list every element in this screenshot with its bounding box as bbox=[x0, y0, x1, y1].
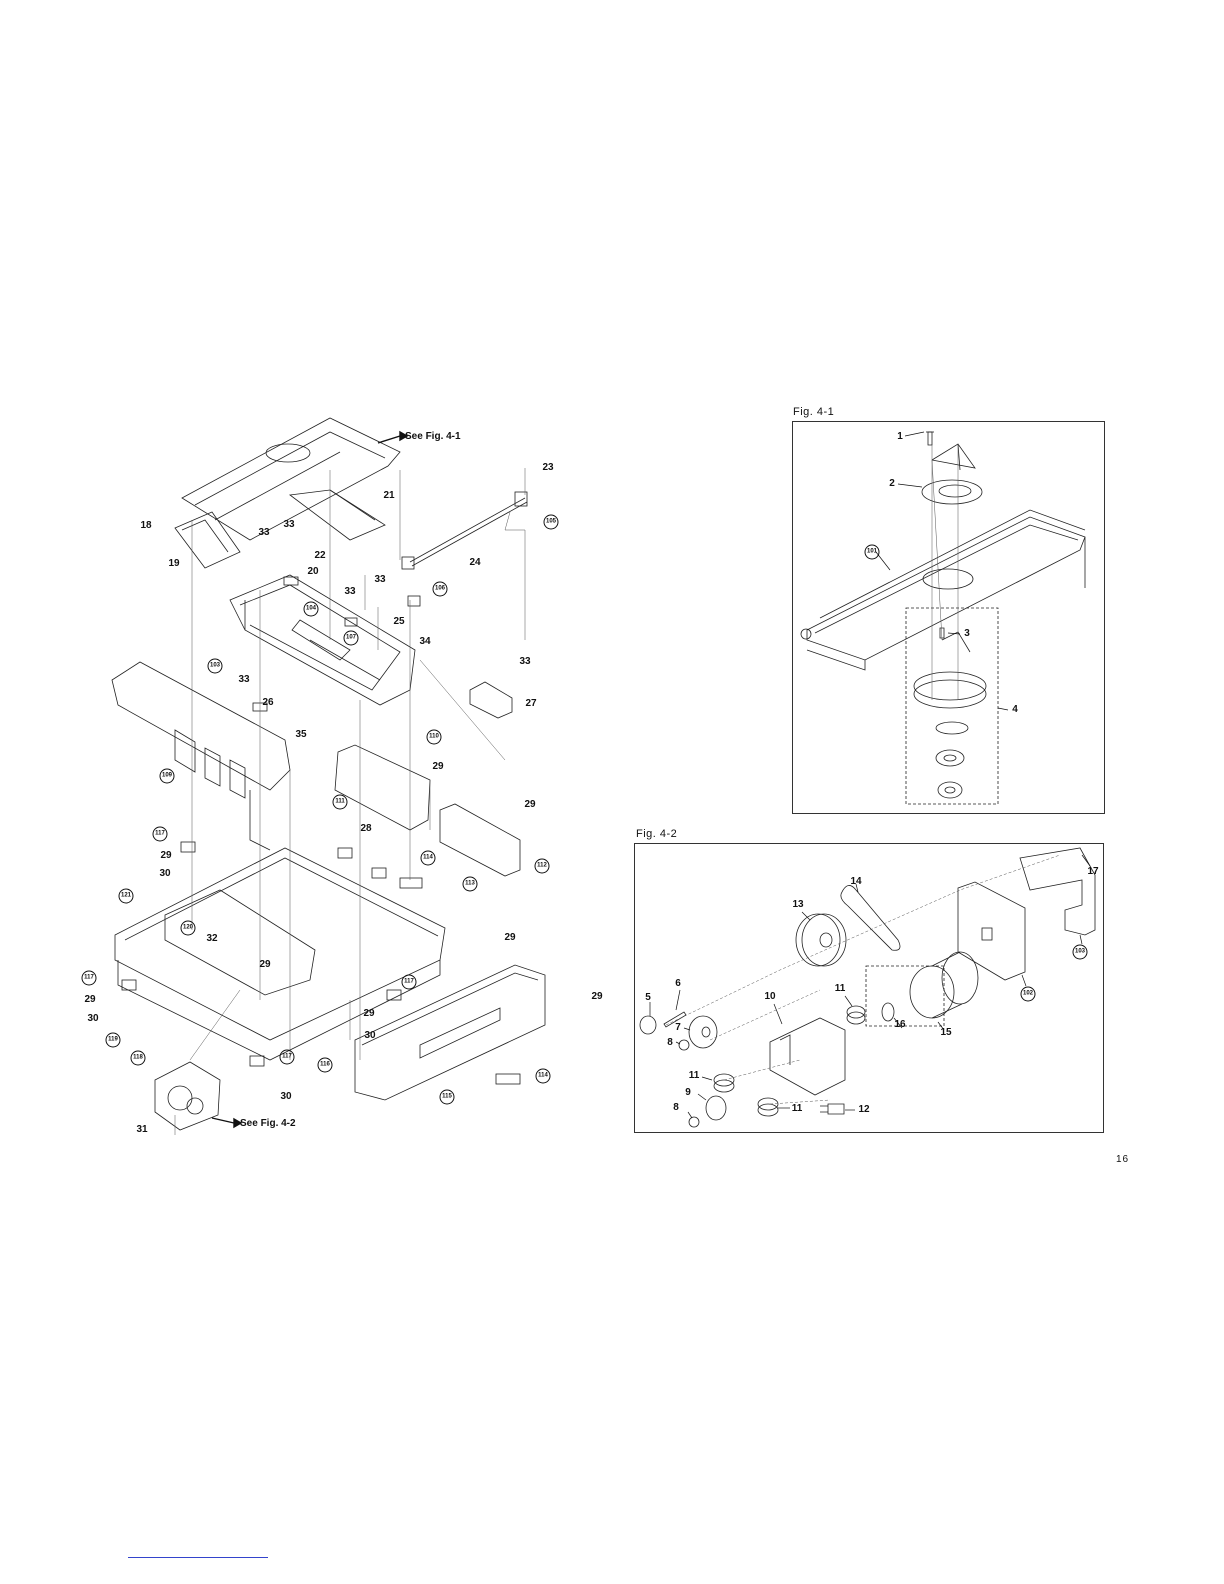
fig42-callout-6: 6 bbox=[675, 979, 681, 989]
fig42-callout-9: 9 bbox=[685, 1088, 691, 1098]
fig42-callout-103: 103 bbox=[1073, 945, 1088, 960]
bottom-link-underline bbox=[128, 1557, 268, 1558]
fig42-callout-13: 13 bbox=[792, 900, 803, 910]
fig42-callout-15: 15 bbox=[940, 1028, 951, 1038]
fig42-callout-102: 102 bbox=[1021, 987, 1036, 1002]
fig42-callout-8: 8 bbox=[673, 1103, 679, 1113]
fig42-callout-11: 11 bbox=[835, 984, 846, 994]
fig42-callout-5: 5 bbox=[645, 993, 651, 1003]
fig42-callout-8: 8 bbox=[667, 1038, 673, 1048]
fig42-callout-17: 17 bbox=[1087, 867, 1098, 877]
page-number: 16 bbox=[1116, 1154, 1129, 1165]
fig42-callout-14: 14 bbox=[850, 877, 861, 887]
fig42-callout-10: 10 bbox=[764, 992, 775, 1002]
fig42-callout-12: 12 bbox=[858, 1105, 869, 1115]
fig42-callout-11: 11 bbox=[689, 1071, 700, 1081]
fig42-callout-7: 7 bbox=[675, 1023, 681, 1033]
fig42-callout-16: 16 bbox=[894, 1020, 905, 1030]
fig42-callout-11: 11 bbox=[792, 1104, 803, 1114]
